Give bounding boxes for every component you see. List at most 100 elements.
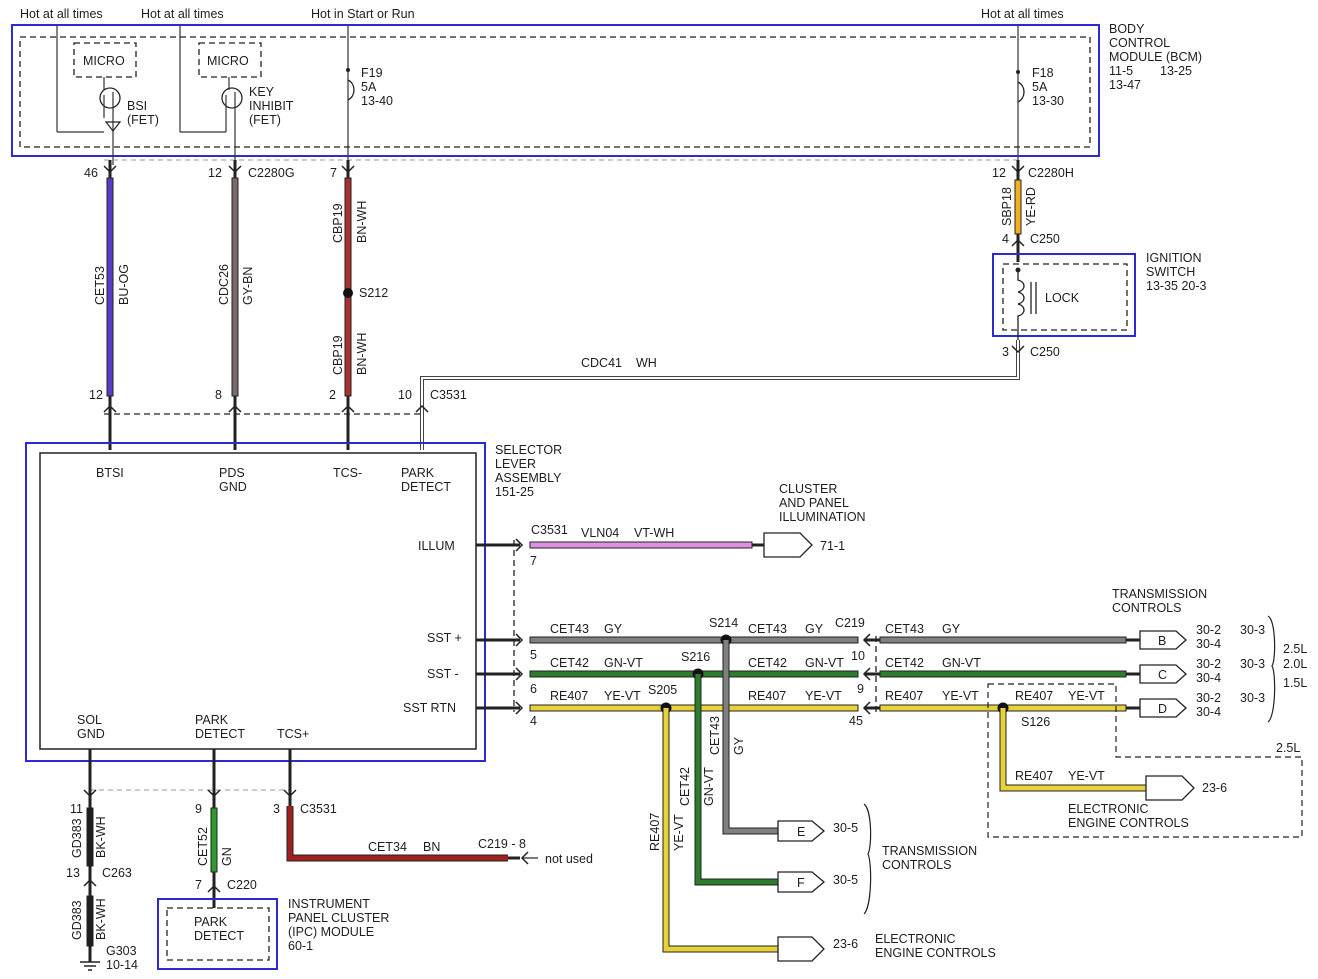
- selector-title-2: LEVER: [495, 457, 536, 471]
- wire-cet43-branch: [723, 640, 778, 834]
- illum-connector-icon: [763, 532, 813, 558]
- gy-b: GY: [805, 622, 824, 636]
- selector-title-1: SELECTOR: [495, 443, 562, 457]
- cluster-title-1: CLUSTER: [779, 482, 837, 496]
- pds-label: PDS: [219, 466, 245, 480]
- micro-label-2: MICRO: [207, 54, 249, 68]
- illum-pin7: 7: [530, 554, 537, 568]
- gy-c: GY: [942, 622, 961, 636]
- f-ref: 30-5: [833, 873, 858, 887]
- selector-lever-assembly: BTSI PDS GND TCS- PARK DETECT ILLUM SST …: [25, 442, 486, 762]
- key-label: KEY: [249, 85, 275, 99]
- d-ref-1: 30-2: [1196, 691, 1221, 705]
- ipc-title-3: (IPC) MODULE: [288, 925, 374, 939]
- illum-dest: 71-1: [820, 539, 845, 553]
- b-ref-2: 30-3: [1240, 623, 1265, 637]
- cet42-a: CET42: [550, 656, 589, 670]
- connector-f-label: F: [797, 876, 805, 890]
- bsi-label: BSI: [127, 99, 147, 113]
- wire-cet53: [103, 160, 117, 450]
- not-used-label: not used: [545, 852, 593, 866]
- hot-label-3: Hot in Start or Run: [311, 7, 415, 21]
- pin-5: 5: [530, 648, 537, 662]
- d-ref-2: 30-3: [1240, 691, 1265, 705]
- cet43-vertical: CET43: [708, 716, 722, 755]
- c263-label: C263: [102, 866, 132, 880]
- pin-9-bottom: 9: [195, 802, 202, 816]
- pin-4-c250: 4: [1002, 232, 1009, 246]
- wire-cet52: [207, 749, 221, 908]
- connector-e-icon: [777, 820, 826, 842]
- connector-b-icon: [1139, 630, 1187, 650]
- ec2-ref: 23-6: [833, 937, 858, 951]
- ec-ref: 23-6: [1202, 781, 1227, 795]
- wire-cet43-right: [879, 636, 1127, 644]
- yevt-c: YE-VT: [942, 689, 979, 703]
- wire-cdc41: [420, 340, 1020, 450]
- wire-cet42-branch: [695, 674, 778, 885]
- wire-cbp19: [341, 160, 355, 450]
- connector-c-label: C: [1158, 668, 1167, 682]
- pin-9: 9: [857, 682, 864, 696]
- bcm-ref-3: 13-47: [1109, 78, 1141, 92]
- b-ref-3: 30-4: [1196, 637, 1221, 651]
- key-fet-label: (FET): [249, 113, 281, 127]
- micro-label-1: MICRO: [83, 54, 125, 68]
- illum-c3531: C3531: [531, 523, 568, 537]
- f19-label: F19: [361, 66, 383, 80]
- ipc-park-label: PARK: [194, 915, 228, 929]
- ipc-module: PARK DETECT: [157, 898, 278, 970]
- bkwh-label-a: BK-WH: [94, 816, 108, 858]
- f18-ref: 13-30: [1032, 94, 1064, 108]
- pin-2-selector: 2: [329, 388, 336, 402]
- btsi-label: BTSI: [96, 466, 124, 480]
- cdc41-label: CDC41: [581, 356, 622, 370]
- tc2-title-1: TRANSMISSION: [882, 844, 977, 858]
- c3531-bottom: C3531: [300, 802, 337, 816]
- s212-label: S212: [359, 286, 388, 300]
- cet42-c: CET42: [885, 656, 924, 670]
- wire-cet43-main: [529, 636, 859, 644]
- gy-bn-label: GY-BN: [241, 267, 255, 305]
- connector-b-label: B: [1158, 634, 1166, 648]
- fuse-f19-icon: [347, 79, 355, 101]
- bkwh-label-b: BK-WH: [94, 898, 108, 940]
- selector-ref: 151-25: [495, 485, 534, 499]
- inhibit-label: INHIBIT: [249, 99, 294, 113]
- ignition-title-1: IGNITION: [1146, 251, 1202, 265]
- eng-2-5l-b: 2.5L: [1276, 741, 1300, 755]
- gn-label: GN: [220, 847, 234, 866]
- wire-cet34: [283, 749, 538, 865]
- c250-label-b: C250: [1030, 345, 1060, 359]
- selector-title-3: ASSEMBLY: [495, 471, 562, 485]
- re407-vertical: RE407: [648, 813, 662, 851]
- ignition-title-2: SWITCH: [1146, 265, 1195, 279]
- wire-vln04: [529, 541, 753, 549]
- c-ref-1: 30-2: [1196, 657, 1221, 671]
- bcm-module: MICRO MICRO BSI (FET) KEY INHIBIT (FET) …: [11, 24, 1100, 165]
- ignition-ref: 13-35 20-3: [1146, 279, 1207, 293]
- connector-e-label: E: [797, 825, 805, 839]
- ec2-title-2: ENGINE CONTROLS: [875, 946, 996, 960]
- ipc-detect-label: DETECT: [194, 929, 244, 943]
- re407-c: RE407: [885, 689, 923, 703]
- wire-sbp18: [1011, 160, 1025, 262]
- hot-label-2: Hot at all times: [141, 7, 224, 21]
- lock-coil-icon: [1017, 270, 1025, 340]
- c220-label: C220: [227, 878, 257, 892]
- ipc-ref: 60-1: [288, 939, 313, 953]
- sol-gnd-label: GND: [77, 727, 105, 741]
- vt-wh-label: VT-WH: [634, 526, 674, 540]
- re407-e: RE407: [1015, 769, 1053, 783]
- pin-7: 7: [330, 166, 337, 180]
- ignition-switch: LOCK: [992, 253, 1136, 340]
- s214-label: S214: [709, 616, 738, 630]
- pin-46: 46: [84, 166, 98, 180]
- bcm-title-3: MODULE (BCM): [1109, 50, 1202, 64]
- yevt-a: YE-VT: [604, 689, 641, 703]
- re407-d: RE407: [1015, 689, 1053, 703]
- ec2-connector-icon: [777, 936, 825, 962]
- ec-title-1: ELECTRONIC: [1068, 802, 1149, 816]
- cet42-vertical: CET42: [678, 767, 692, 806]
- pin-6: 6: [530, 682, 537, 696]
